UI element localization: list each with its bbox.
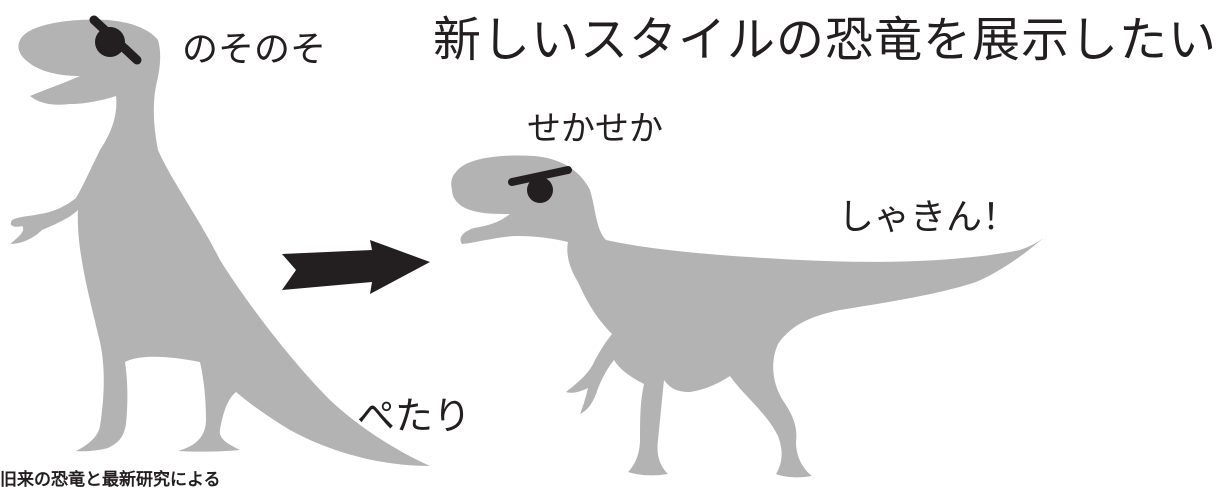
new-dinosaur-silhouette — [451, 155, 1048, 478]
new-dinosaur-eye — [508, 166, 572, 203]
old-dinosaur-silhouette — [10, 19, 430, 467]
arrow-right-icon — [282, 240, 430, 294]
old-dinosaur-eye — [89, 15, 142, 65]
new-dinosaur-sound-label: せかせか — [527, 109, 663, 149]
page-title: 新しいスタイルの恐竜を展示したい — [433, 12, 1218, 68]
new-dinosaur-tail-sound-label: しゃきん！ — [838, 197, 1019, 238]
figure-caption: 旧来の恐竜と最新研究による — [0, 470, 221, 490]
old-dinosaur-sound-label: のそのそ — [182, 29, 327, 70]
old-dinosaur-tail-sound-label: ぺたり — [357, 394, 472, 438]
